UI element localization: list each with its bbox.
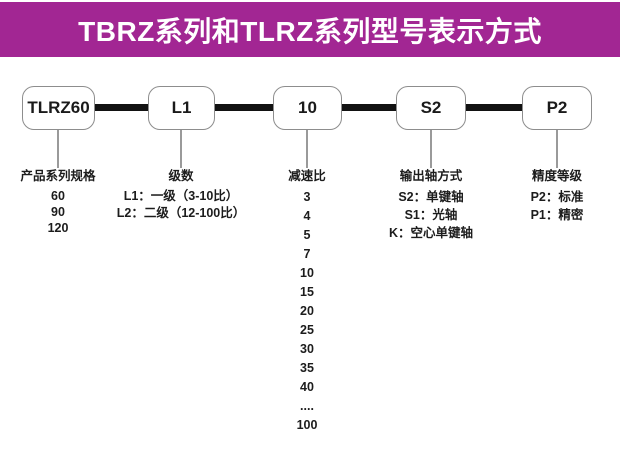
connector-line-2 (213, 104, 275, 111)
connector-line-3 (340, 104, 398, 111)
column-ratio-header: 减速比 (288, 169, 326, 183)
column-ratio: 减速比 3 4 5 7 10 15 20 25 30 35 40 .... 10… (237, 169, 377, 435)
list-item: 40 (300, 380, 314, 394)
connector-line-4 (464, 104, 524, 111)
list-item: 7 (303, 247, 311, 261)
list-item: K：空心单键轴 (388, 226, 474, 240)
list-item: 15 (300, 285, 314, 299)
list-item: 3 (303, 190, 311, 204)
column-precision-values: P2：标准 P1：精密 (487, 188, 620, 224)
column-series-header: 产品系列规格 (20, 169, 96, 183)
list-item: 4 (303, 209, 311, 223)
model-box-series: TLRZ60 (22, 86, 95, 130)
list-item: 90 (51, 205, 65, 219)
column-shaft-header: 输出轴方式 (399, 169, 463, 183)
column-stages-values: L1：一级（3-10比） L2：二级（12-100比） (86, 188, 276, 222)
list-item: S1：光轴 (404, 208, 458, 222)
list-item: L1：一级（3-10比） (123, 189, 239, 203)
model-box-stages-label: L1 (171, 98, 192, 117)
drop-line-ratio (306, 130, 308, 168)
drop-line-shaft (430, 130, 432, 168)
model-box-precision-label: P2 (546, 98, 568, 117)
list-item: 20 (300, 304, 314, 318)
drop-line-precision (556, 130, 558, 168)
model-box-shaft-label: S2 (420, 98, 442, 117)
header-banner: TBRZ系列和TLRZ系列型号表示方式 (0, 2, 620, 57)
page-title: TBRZ系列和TLRZ系列型号表示方式 (78, 15, 542, 47)
list-item: .... (300, 399, 314, 413)
list-item: 25 (300, 323, 314, 337)
model-box-shaft: S2 (396, 86, 466, 130)
list-item: S2：单键轴 (398, 190, 464, 204)
list-item: P2：标准 (530, 190, 584, 204)
list-item: P1：精密 (530, 208, 584, 222)
column-series: 产品系列规格 60 90 120 (0, 169, 128, 236)
column-shaft: 输出轴方式 S2：单键轴 S1：光轴 K：空心单键轴 (351, 169, 511, 242)
column-shaft-values: S2：单键轴 S1：光轴 K：空心单键轴 (351, 188, 511, 242)
list-item: 120 (47, 221, 69, 235)
drop-line-stages (180, 130, 182, 168)
column-stages-header: 级数 (168, 169, 194, 183)
list-item: 35 (300, 361, 314, 375)
list-item: 5 (303, 228, 311, 242)
column-series-values: 60 90 120 (0, 188, 128, 236)
column-ratio-values: 3 4 5 7 10 15 20 25 30 35 40 .... 100 (237, 188, 377, 435)
column-stages: 级数 L1：一级（3-10比） L2：二级（12-100比） (86, 169, 276, 222)
model-box-ratio: 10 (273, 86, 342, 130)
list-item: 10 (300, 266, 314, 280)
model-box-precision: P2 (522, 86, 592, 130)
drop-line-series (57, 130, 59, 168)
model-box-ratio-label: 10 (298, 98, 317, 117)
column-precision: 精度等级 P2：标准 P1：精密 (487, 169, 620, 224)
list-item: 30 (300, 342, 314, 356)
list-item: 100 (296, 418, 318, 432)
model-box-stages: L1 (148, 86, 215, 130)
model-box-series-label: TLRZ60 (27, 98, 90, 117)
connector-line-1 (93, 104, 150, 111)
list-item: 60 (51, 189, 65, 203)
column-precision-header: 精度等级 (531, 169, 582, 183)
list-item: L2：二级（12-100比） (116, 206, 246, 220)
